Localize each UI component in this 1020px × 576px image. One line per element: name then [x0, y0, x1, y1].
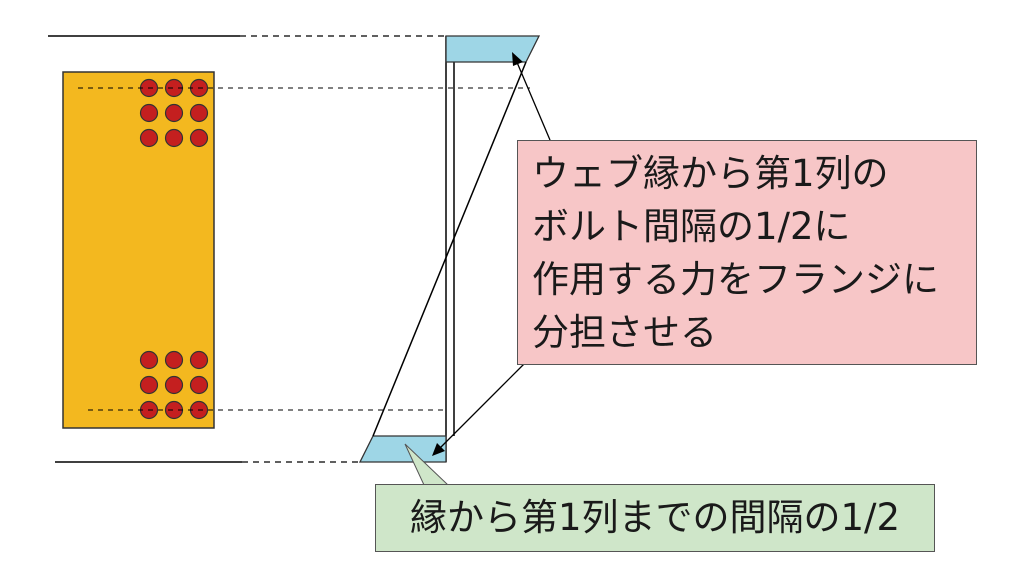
arrowhead-top-icon — [512, 52, 523, 66]
bolt — [139, 350, 159, 370]
bolt — [189, 128, 209, 148]
bolt — [164, 375, 184, 395]
top-flange-area — [445, 35, 541, 63]
upper-bolt-group — [139, 78, 209, 148]
bolt — [164, 103, 184, 123]
bottom-flange-area — [358, 435, 447, 463]
callout-line: 作用する力をフランジに — [532, 258, 939, 301]
flange-share-callout: ウェブ縁から第1列の ボルト間隔の1/2に 作用する力をフランジに 分担させる — [517, 140, 977, 365]
bolt — [139, 128, 159, 148]
lower-bolt-group — [139, 350, 209, 420]
edge-distance-label: 縁から第1列までの間隔の1/2 — [409, 496, 901, 539]
bolt — [189, 375, 209, 395]
bolt — [189, 350, 209, 370]
bolt — [139, 375, 159, 395]
pointer-line-bottom — [437, 363, 525, 451]
edge-distance-callout: 縁から第1列までの間隔の1/2 — [375, 484, 935, 552]
arrowhead-bottom-icon — [432, 443, 445, 456]
callout-line: ウェブ縁から第1列の — [532, 152, 889, 195]
splice-plate — [62, 71, 215, 429]
callout-line: 分担させる — [532, 311, 717, 354]
bolt — [164, 350, 184, 370]
stress-distribution-line — [372, 61, 527, 437]
bolt — [164, 128, 184, 148]
bolt — [189, 103, 209, 123]
pointer-line-top — [515, 59, 551, 141]
callout-line: ボルト間隔の1/2に — [532, 205, 851, 248]
bolt — [139, 103, 159, 123]
